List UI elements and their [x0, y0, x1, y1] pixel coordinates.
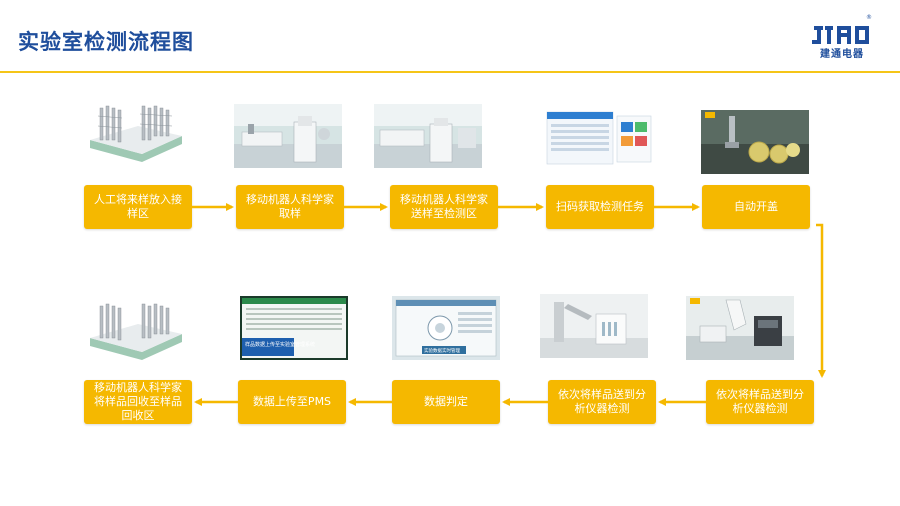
step-analyzer-transfer: 依次将样品送到分析仪器检测 [548, 380, 656, 424]
title-underline [0, 71, 900, 73]
step-scan-task: 扫码获取检测任务 [546, 185, 654, 229]
pms-banner-text: 样品数据上传至实验室管理系统 [245, 341, 315, 348]
robot-pickup-photo [234, 104, 342, 168]
step-data-judgement: 数据判定 [392, 380, 500, 424]
company-name: 建通电器 [820, 49, 864, 60]
task-scan-screen [545, 108, 653, 172]
registered-mark: ® [866, 14, 872, 21]
pms-upload-screen: 样品数据上传至实验室管理系统 [240, 296, 348, 360]
auto-uncap-photo [701, 110, 809, 174]
step-sample-intake: 人工将来样放入接样区 [84, 185, 192, 229]
analyzer-banner-text: 实验数据实时管理 [424, 347, 460, 354]
company-logo [812, 26, 869, 44]
step-robot-delivery: 移动机器人科学家送样至检测区 [390, 185, 498, 229]
step-analyzer-detection: 依次将样品送到分析仪器检测 [706, 380, 814, 424]
step-auto-uncap: 自动开盖 [702, 185, 810, 229]
page-title: 实验室检测流程图 [18, 30, 194, 54]
step-robot-pickup: 移动机器人科学家取样 [236, 185, 344, 229]
step-upload-pms: 数据上传至PMS [238, 380, 346, 424]
sample-return-rack-photo [82, 298, 190, 362]
analyzer-transfer-photo [540, 294, 648, 358]
robot-delivery-photo [374, 104, 482, 168]
arrow-5-6 [816, 223, 826, 378]
analyzer-detection-photo [686, 296, 794, 360]
data-judgement-screen: 实验数据实时管理 [392, 296, 500, 360]
step-sample-return: 移动机器人科学家将样品回收至样品回收区 [84, 380, 192, 424]
sample-rack-photo [82, 100, 190, 164]
